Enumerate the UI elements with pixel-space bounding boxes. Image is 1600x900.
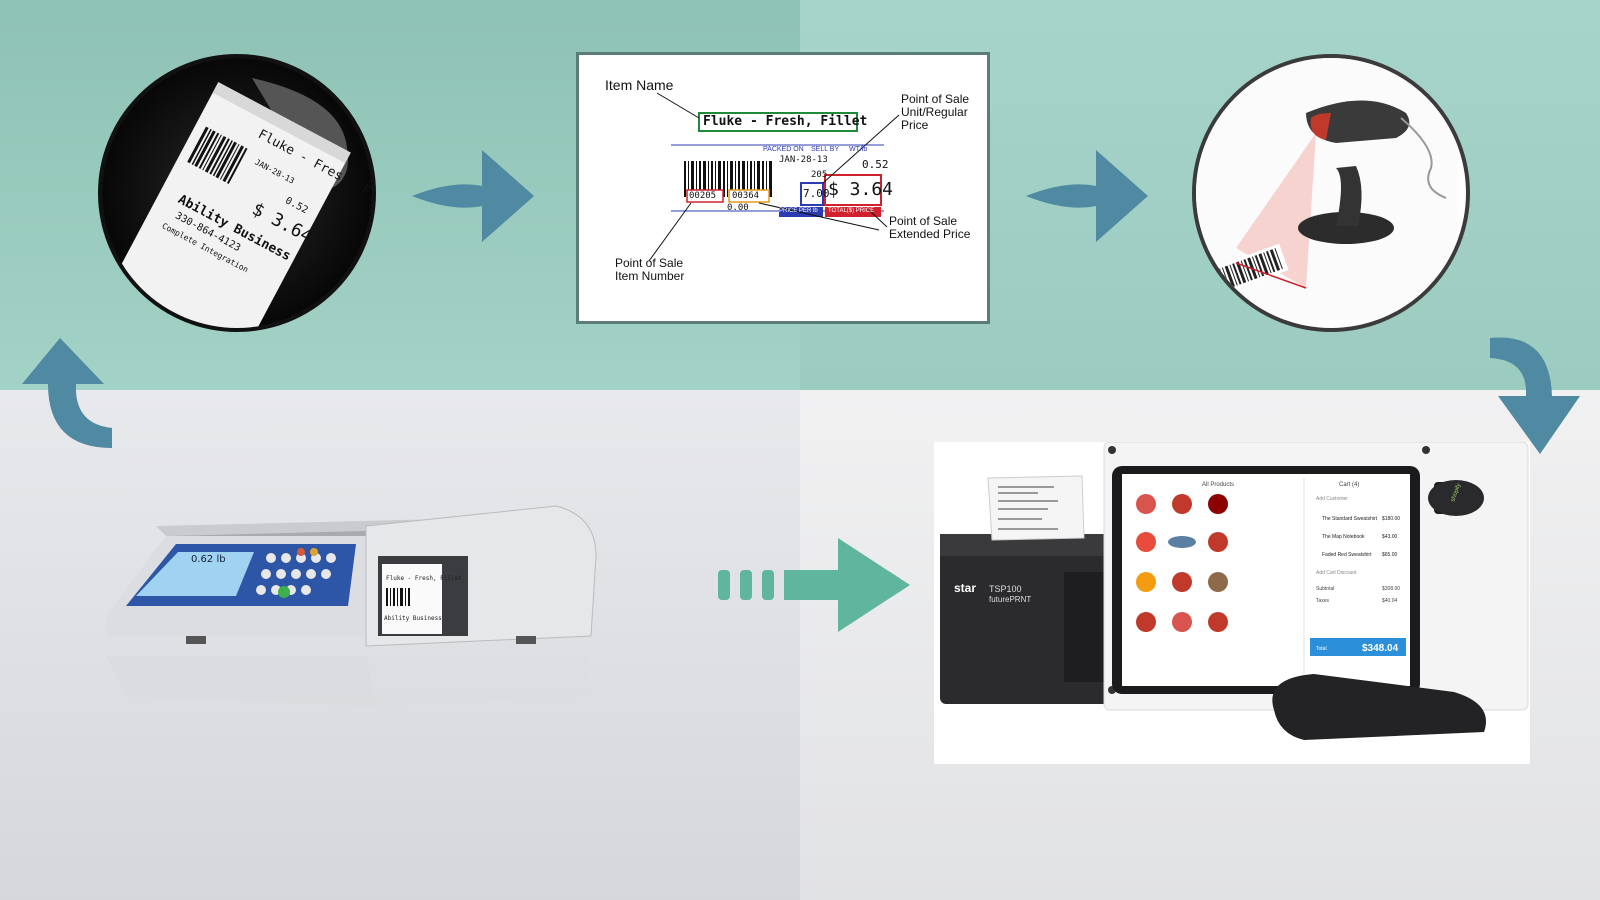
scale-printed-title: Fluke - Fresh, Fillet xyxy=(386,575,462,582)
scale-printed-store: Ability Business xyxy=(384,615,442,622)
pos-total-button[interactable] xyxy=(1310,638,1406,656)
printed-label-illustration: Fluke - Fresh, Fillet JAN-28-13 0.52 $ 3… xyxy=(102,58,372,328)
bottom-left-panel xyxy=(0,390,800,900)
handheld-scanner-icon xyxy=(1196,58,1458,320)
cart-item-price: $180.00 xyxy=(1382,516,1400,522)
price-per-lb-caption: PRICE PER lb xyxy=(779,208,818,214)
label-item-number: 00205 xyxy=(689,191,717,201)
curved-arrow-up-icon xyxy=(22,338,112,448)
cart-item-name: The Standard Sweatshirt xyxy=(1322,516,1378,522)
cart-item-name: Faded Red Sweatshirt xyxy=(1322,552,1372,558)
label-barcode-icon xyxy=(684,161,772,197)
pos-taxes-label: Taxes xyxy=(1316,598,1330,604)
product-grid xyxy=(1136,494,1228,632)
label-date: JAN-28-13 xyxy=(779,155,828,165)
pos-add-customer: Add Customer xyxy=(1316,496,1348,502)
pos-terminal-illustration: star TSP100 futurePRNT All Products xyxy=(934,441,1530,764)
cart-item-price: $43.00 xyxy=(1382,534,1398,540)
unit-price-annotation: Point of Sale Unit/Regular Price xyxy=(901,92,970,132)
arrow-right-icon xyxy=(412,150,534,242)
cart-item-price: $65.00 xyxy=(1382,552,1398,558)
pos-subtotal-label: Subtotal xyxy=(1316,586,1334,592)
label-unit-price: 7.00 xyxy=(803,187,830,200)
printed-label-photo: Fluke - Fresh, Fillet JAN-28-13 0.52 $ 3… xyxy=(98,54,376,332)
curved-arrow-down-icon xyxy=(1490,337,1580,454)
label-total: $ 3.64 xyxy=(828,179,894,200)
label-code-205: 205 xyxy=(811,170,828,180)
packed-on-header: PACKED ON xyxy=(763,146,804,153)
barcode-scanner-photo xyxy=(1192,54,1470,332)
scale-display-weight: 0.62 lb xyxy=(191,554,226,565)
label-diagram xyxy=(648,92,900,262)
label-weight: 0.52 xyxy=(862,158,889,171)
pos-total: $348.04 xyxy=(1362,643,1399,654)
pos-all-products: All Products xyxy=(1202,482,1234,488)
pos-total-label: Total xyxy=(1316,646,1327,652)
item-name-annotation: Item Name xyxy=(605,77,674,93)
pos-taxes: $40.04 xyxy=(1382,598,1398,604)
item-number-annotation: Point of Sale Item Number xyxy=(615,256,685,283)
printer-sub: futurePRNT xyxy=(989,595,1031,604)
scale-printed-barcode-icon xyxy=(386,588,410,606)
label-tare: 0.00 xyxy=(727,203,749,213)
pos-subtotal: $308.00 xyxy=(1382,586,1400,592)
printer-brand: star xyxy=(954,581,976,595)
pos-system-photo: star TSP100 futurePRNT All Products xyxy=(934,441,1530,764)
extended-price-annotation: Point of Sale Extended Price xyxy=(889,214,971,241)
label-price-code: 00364 xyxy=(732,191,760,201)
sell-by-header: SELL BY xyxy=(811,146,840,153)
total-price-caption: TOTAL($) PRICE xyxy=(828,208,875,214)
receipt-barcode-icon xyxy=(187,126,248,184)
label-anatomy-panel: Item Name Fluke - Fresh, Fillet PACKED O… xyxy=(576,52,990,324)
arrow-right-icon xyxy=(1026,150,1148,242)
pos-add-discount: Add Cart Discount xyxy=(1316,570,1357,576)
cart-item-name: The Map Notebook xyxy=(1322,534,1365,540)
printer-model: TSP100 xyxy=(989,584,1022,594)
dashed-arrow-right-icon xyxy=(718,538,910,632)
label-printing-scale-icon: 0.62 lb Fluke - Fresh, Fillet Ability Bu… xyxy=(106,505,597,706)
item-name-value: Fluke - Fresh, Fillet xyxy=(703,114,868,129)
wt-lb-header: WT/lb xyxy=(849,146,868,153)
pos-cart-title: Cart (4) xyxy=(1339,482,1359,488)
